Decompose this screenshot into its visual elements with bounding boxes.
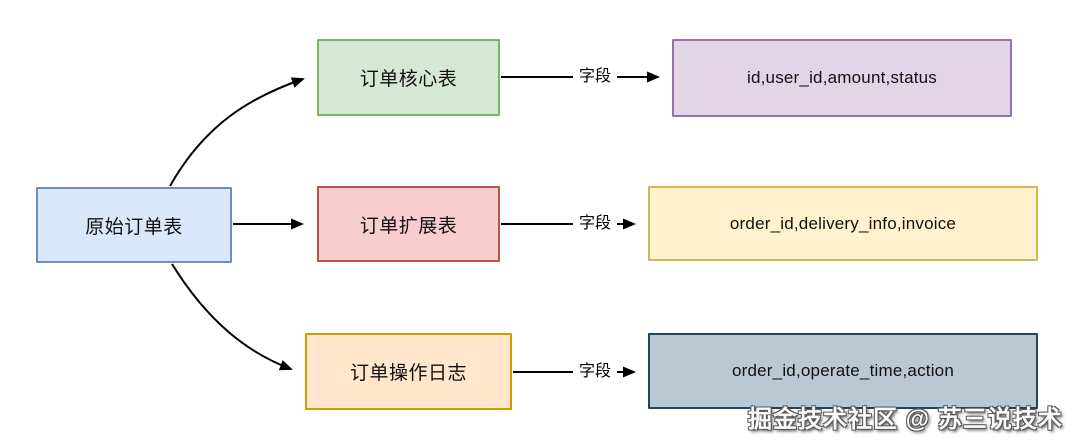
- operation-log-node: 订单操作日志: [305, 333, 512, 410]
- core-table-label: 订单核心表: [359, 69, 458, 90]
- core-fields-node: id,user_id,amount,status: [672, 39, 1012, 117]
- edge-source-to-core: [169, 77, 305, 187]
- watermark-text: 掘金技术社区 @ 苏三说技术: [748, 406, 1063, 433]
- edge-source-to-log: [171, 263, 293, 371]
- operation-log-fields-text: order_id,operate_time,action: [731, 361, 954, 380]
- extension-fields-text: order_id,delivery_info,invoice: [729, 213, 957, 233]
- extension-table-node: 订单扩展表: [317, 186, 500, 262]
- source-table-label: 原始订单表: [85, 216, 183, 238]
- edge-label-core-fields: 字段: [573, 67, 617, 87]
- extension-table-label: 订单扩展表: [359, 215, 458, 237]
- edge-label-ext-fields: 字段: [573, 214, 617, 234]
- core-table-node: 订单核心表: [317, 39, 500, 116]
- source-table-node: 原始订单表: [36, 187, 232, 263]
- edge-label-log-fields: 字段: [573, 362, 617, 382]
- operation-log-label: 订单操作日志: [349, 363, 467, 384]
- operation-log-fields-node: order_id,operate_time,action: [648, 333, 1038, 409]
- extension-fields-node: order_id,delivery_info,invoice: [648, 186, 1038, 261]
- core-fields-text: id,user_id,amount,status: [746, 68, 937, 87]
